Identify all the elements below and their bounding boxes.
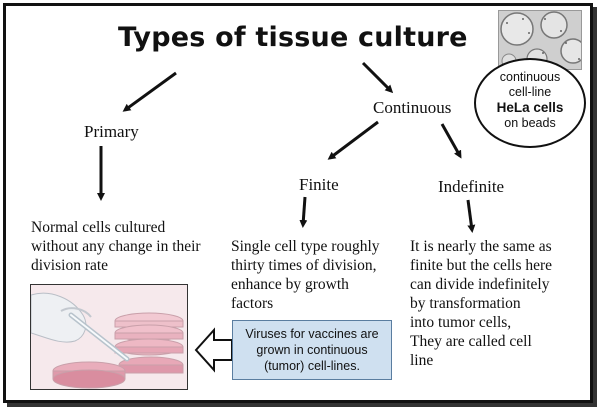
callout-pointer-arrow — [194, 327, 233, 373]
indefinite-desc-line: finite but the cells here — [410, 257, 553, 274]
indefinite-desc-line: They are called cell — [410, 333, 532, 350]
indefinite-desc-line: by transformation — [410, 295, 521, 312]
slide-title: Types of tissue culture — [118, 22, 468, 53]
hela-line-2: cell-line — [508, 85, 552, 99]
primary-desc-line: without any change in their — [31, 238, 201, 255]
finite-desc-line: Single cell type roughly — [231, 238, 380, 255]
virus-line-3: (tumor) cell-lines. — [264, 359, 360, 373]
arrow-indefinite-down — [466, 199, 476, 233]
arrow-title-to-primary — [122, 71, 177, 112]
hela-line-3: HeLa cells — [496, 100, 564, 115]
indefinite-desc-line: line — [410, 352, 434, 369]
virus-line-1: Viruses for vaccines are — [245, 327, 379, 341]
lab-petri-dish-photo — [30, 284, 188, 390]
node-finite: Finite — [299, 175, 339, 194]
hela-callout: continuous cell-line HeLa cells on beads — [474, 58, 586, 148]
arrow-continuous-to-indefinite — [440, 123, 462, 159]
indefinite-description: It is nearly the same as finite but the … — [410, 237, 552, 370]
arrow-title-to-continuous — [361, 61, 394, 94]
finite-description: Single cell type roughly thirty times of… — [231, 237, 380, 313]
node-indefinite: Indefinite — [438, 177, 505, 196]
finite-desc-line: thirty times of division, — [231, 257, 377, 274]
finite-desc-line: enhance by growth — [231, 276, 349, 293]
node-primary: Primary — [84, 122, 139, 141]
node-continuous: Continuous — [373, 98, 452, 117]
indefinite-desc-line: It is nearly the same as — [410, 238, 552, 255]
primary-description: Normal cells cultured without any change… — [31, 218, 201, 275]
primary-desc-line: division rate — [31, 257, 109, 274]
indefinite-desc-line: can divide indefinitely — [410, 276, 550, 293]
arrow-finite-down — [299, 196, 308, 228]
hela-line-1: continuous — [499, 70, 561, 84]
primary-desc-line: Normal cells cultured — [31, 219, 166, 236]
arrow-continuous-to-finite — [327, 120, 379, 160]
indefinite-desc-line: into tumor cells, — [410, 314, 512, 331]
hela-line-4: on beads — [504, 116, 556, 130]
finite-desc-line: factors — [231, 295, 274, 312]
virus-line-2: grown in continuous — [256, 343, 368, 357]
virus-callout: Viruses for vaccines are grown in contin… — [232, 320, 392, 380]
